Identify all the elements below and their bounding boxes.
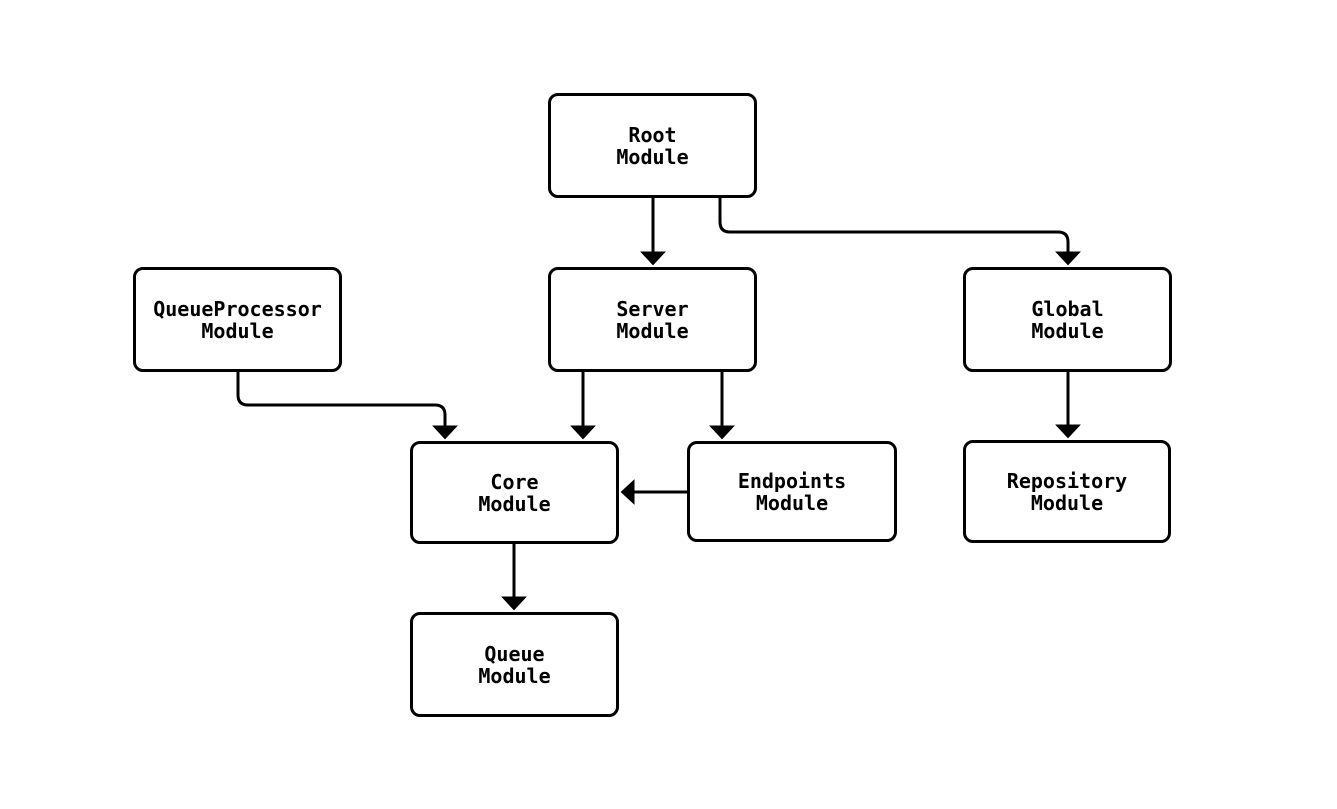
edge-queueprocessor-to-core — [236, 372, 458, 440]
node-core-module-label: Core Module — [478, 469, 551, 516]
node-server-module-label: Server Module — [616, 296, 689, 343]
node-global-module: Global Module — [963, 267, 1172, 372]
node-root-module-label: Root Module — [616, 122, 689, 169]
node-queue-module: Queue Module — [410, 612, 619, 717]
node-queueprocessor-module-label: QueueProcessor Module — [153, 296, 322, 343]
node-global-module-label: Global Module — [1031, 296, 1104, 343]
node-endpoints-module: Endpoints Module — [687, 441, 897, 542]
edge-root-to-global — [718, 198, 1081, 266]
node-queue-module-label: Queue Module — [478, 641, 551, 688]
node-core-module: Core Module — [410, 441, 619, 544]
node-repository-module: Repository Module — [963, 440, 1171, 543]
node-repository-module-label: Repository Module — [1006, 468, 1128, 515]
node-queueprocessor-module: QueueProcessor Module — [133, 267, 342, 372]
node-root-module: Root Module — [548, 93, 757, 198]
node-server-module: Server Module — [548, 267, 757, 372]
node-endpoints-module-label: Endpoints Module — [737, 468, 847, 515]
